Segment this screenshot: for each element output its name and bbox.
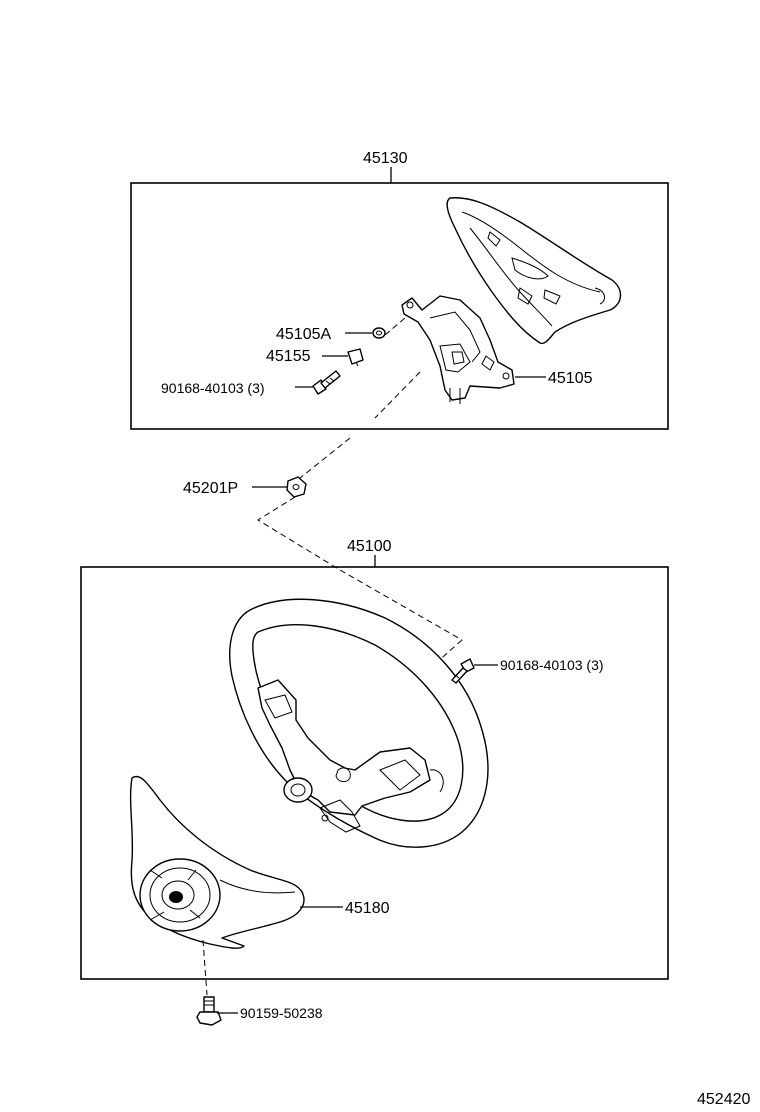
- upper-group-box: [130, 182, 669, 430]
- wheel-guide-right: [339, 569, 463, 641]
- bottom-bolt-part: [196, 996, 222, 1026]
- screw-part: [347, 348, 364, 367]
- lower-group-box: [80, 566, 669, 980]
- nut-callout: 45105A: [276, 326, 331, 343]
- screw-callout: 45155: [266, 348, 311, 365]
- connector-lower-guide: [257, 496, 341, 571]
- bottom-bolt-guide: [202, 939, 208, 996]
- connector-nut-part: [286, 476, 307, 498]
- bracket-callout: 45105: [548, 370, 593, 387]
- connector-callout: 45201P: [183, 480, 238, 497]
- lower-bolt-callout: 90168-40103 (3): [500, 657, 604, 673]
- connector-upper-guide: [299, 437, 351, 479]
- lower-group-label: 45100: [347, 538, 392, 555]
- lower-bolt-part: [451, 658, 475, 684]
- nut-guide-line: [384, 317, 406, 336]
- bracket-guide-line: [374, 371, 421, 419]
- steering-wheel-part: [229, 598, 489, 848]
- nut-part: [372, 327, 386, 339]
- upper-bolt-part: [312, 370, 341, 395]
- bottom-bolt-callout: 90159-50238: [240, 1005, 323, 1021]
- upper-group-label: 45130: [363, 150, 408, 167]
- figure-number: 452420: [697, 1091, 750, 1108]
- bracket-part: [401, 295, 515, 404]
- horn-pad-cover-part: [446, 197, 622, 345]
- upper-bolt-callout: 90168-40103 (3): [161, 380, 265, 396]
- cover-callout: 45180: [345, 900, 390, 917]
- lower-cover-part: [129, 775, 305, 949]
